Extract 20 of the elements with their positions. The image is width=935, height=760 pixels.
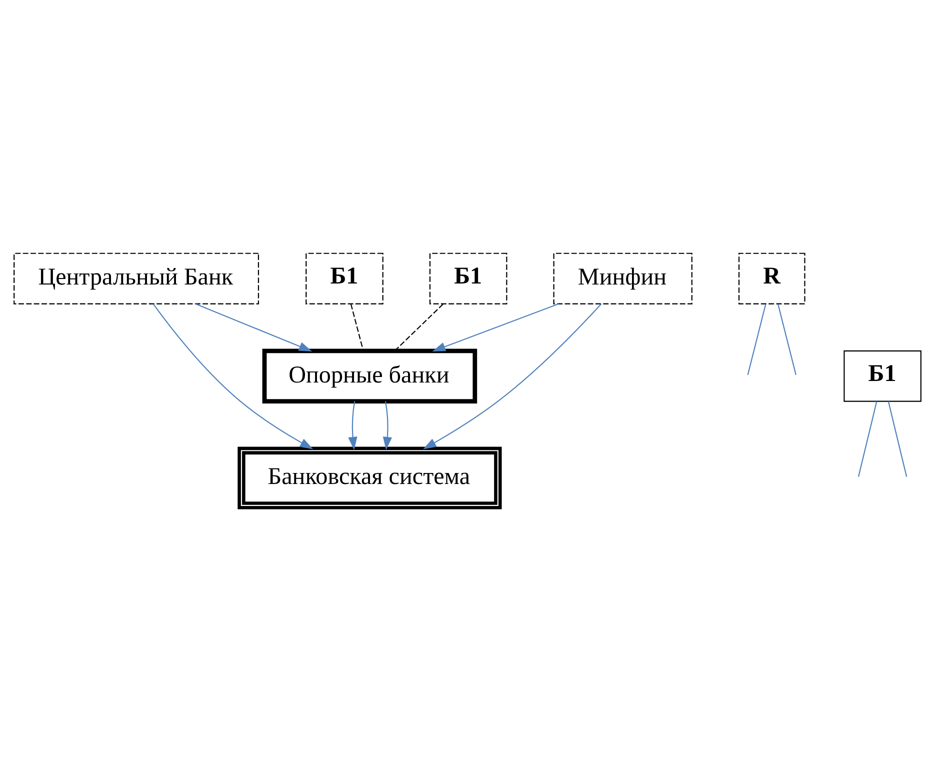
node-box: Опорные банки (262, 348, 478, 404)
arrow (382, 400, 392, 450)
node-box: Центральный Банк (14, 252, 260, 304)
connector (858, 400, 878, 476)
node-box: Банковская система (238, 446, 502, 509)
node-box: Б1 (306, 252, 384, 304)
node-box: Б1 (844, 350, 922, 402)
connector (778, 304, 796, 375)
connector (888, 400, 908, 476)
arrow (152, 303, 314, 449)
node-box: Минфин (553, 252, 692, 304)
connector (394, 303, 444, 351)
arrow (432, 302, 559, 351)
connector (350, 304, 364, 351)
connector (747, 304, 766, 375)
arrow (423, 302, 602, 449)
arrow (195, 302, 312, 351)
node-box: R (738, 252, 806, 304)
node-box: Б1 (429, 252, 508, 304)
arrow (348, 400, 358, 450)
